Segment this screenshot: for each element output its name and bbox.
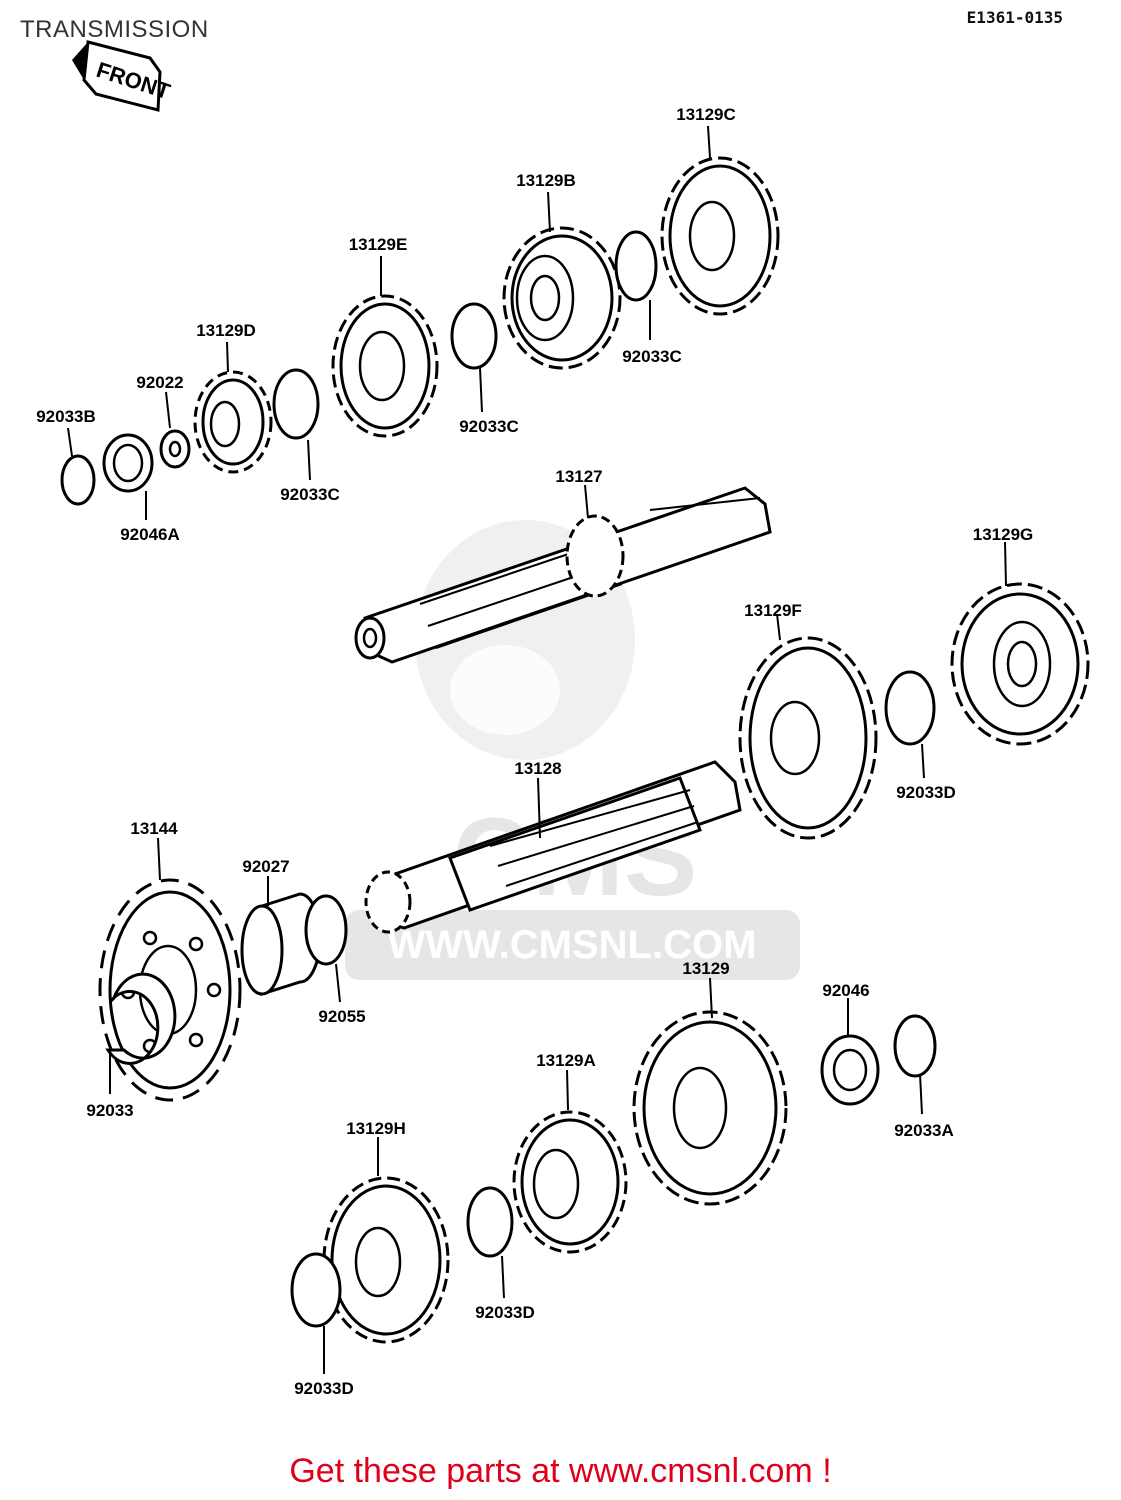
- watermark-url: WWW.CMSNL.COM: [388, 923, 757, 967]
- part-label-13127: 13127: [555, 467, 602, 486]
- gear-13129d: [193, 370, 273, 474]
- part-label-92033a: 92033A: [894, 1121, 954, 1140]
- part-label-92027: 92027: [242, 857, 289, 876]
- front-arrow-icon: FRONT: [72, 40, 174, 112]
- circlip-92033d-c: [290, 1252, 342, 1328]
- circlip-92033c-c: [614, 230, 658, 302]
- circlip-92033a: [893, 1014, 937, 1078]
- diagram-code: E1361-0135: [966, 8, 1063, 27]
- diagram-title: TRANSMISSION: [20, 16, 209, 43]
- bearing-92046a: [102, 433, 154, 493]
- shaft-13128: [364, 760, 742, 934]
- part-label-92033d-a: 92033D: [896, 783, 956, 802]
- bearing-92046: [820, 1034, 880, 1106]
- circlip-92033b: [60, 454, 96, 506]
- gear-13129c: [660, 156, 780, 316]
- gear-13129f: [738, 636, 878, 840]
- footer-cta[interactable]: Get these parts at www.cmsnl.com !: [289, 1452, 832, 1490]
- part-label-92033c-a: 92033C: [280, 485, 340, 504]
- part-label-92033: 92033: [86, 1101, 133, 1120]
- gear-13129: [632, 1010, 788, 1206]
- part-label-13129b: 13129B: [516, 171, 576, 190]
- part-label-13129c: 13129C: [676, 105, 736, 124]
- circlip-92033d-a: [884, 670, 936, 746]
- ring-92055: [304, 894, 348, 966]
- gear-13129a: [512, 1110, 628, 1254]
- part-label-13144: 13144: [130, 819, 178, 838]
- part-label-92046a: 92046A: [120, 525, 180, 544]
- circlip-92033c-b: [450, 302, 498, 370]
- exploded-parts-diagram: CMS WWW.CMSNL.COM FRONT: [36, 40, 1090, 1398]
- part-label-92033d-b: 92033D: [475, 1303, 535, 1322]
- leader-lines: [67, 125, 1007, 1374]
- part-label-13129d: 13129D: [196, 321, 256, 340]
- part-label-13129: 13129: [682, 959, 729, 978]
- circlip-92033: [105, 972, 177, 1065]
- gear-13129b: [502, 226, 622, 370]
- sprocket-13144: [98, 878, 242, 1102]
- part-label-13129h: 13129H: [346, 1119, 406, 1138]
- part-label-13129a: 13129A: [536, 1051, 596, 1070]
- part-label-13129g: 13129G: [973, 525, 1034, 544]
- circlip-92033c-a: [272, 368, 320, 440]
- part-label-92046: 92046: [822, 981, 869, 1000]
- part-label-13128: 13128: [514, 759, 561, 778]
- part-label-92033c-b: 92033C: [459, 417, 519, 436]
- shaft-13127: [354, 486, 772, 664]
- circlip-92033d-b: [466, 1186, 514, 1258]
- part-label-92055: 92055: [318, 1007, 365, 1026]
- washer-92022: [159, 429, 191, 469]
- gear-13129e: [331, 294, 439, 438]
- part-label-92033c-c: 92033C: [622, 347, 682, 366]
- part-label-92033d-c: 92033D: [294, 1379, 354, 1398]
- gear-13129h: [322, 1176, 450, 1344]
- part-label-92033b: 92033B: [36, 407, 96, 426]
- part-label-13129f: 13129F: [744, 601, 802, 620]
- gear-13129g: [950, 582, 1090, 746]
- part-label-13129e: 13129E: [349, 235, 408, 254]
- part-label-92022: 92022: [136, 373, 183, 392]
